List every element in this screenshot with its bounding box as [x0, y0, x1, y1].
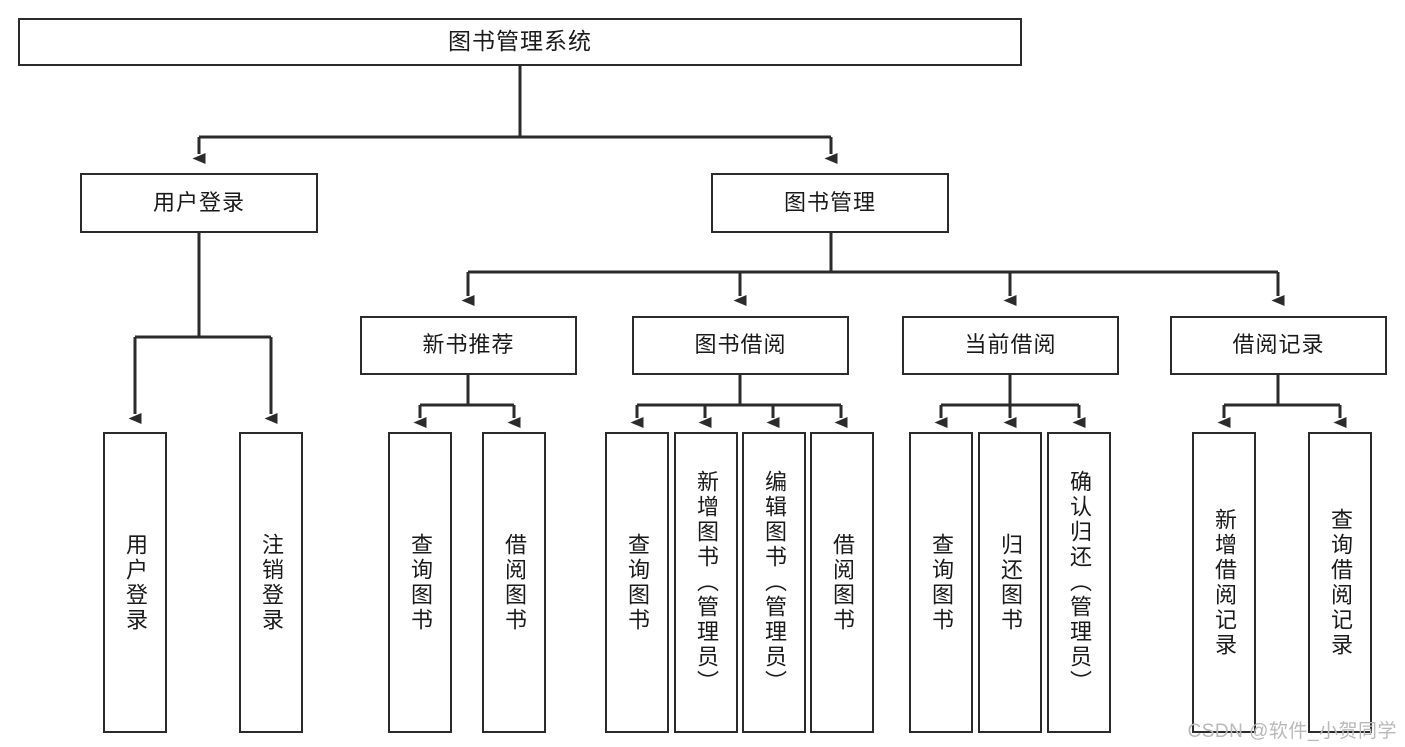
leaf-add-borrow-record[interactable]: 新增借阅记录	[1192, 432, 1256, 733]
watermark: CSDN @软件_小贺同学	[1187, 721, 1397, 742]
leaf-label: 新增图书（管理员）	[694, 470, 719, 695]
leaf-label: 借阅图书	[830, 532, 855, 633]
leaf-label: 查询图书	[408, 532, 433, 633]
leaf-label: 借阅图书	[502, 532, 527, 633]
leaf-confirm-return-admin[interactable]: 确认归还（管理员）	[1047, 432, 1111, 733]
leaf-user-login[interactable]: 用户登录	[103, 432, 167, 733]
leaf-borrow-book[interactable]: 借阅图书	[810, 432, 874, 733]
node-user-login[interactable]: 用户登录	[80, 173, 318, 233]
leaf-return-book[interactable]: 归还图书	[978, 432, 1042, 733]
node-current-borrow[interactable]: 当前借阅	[902, 316, 1119, 375]
leaf-label: 新增借阅记录	[1212, 507, 1237, 658]
leaf-borrow-book-newbook[interactable]: 借阅图书	[482, 432, 546, 733]
leaf-label: 用户登录	[123, 532, 148, 633]
leaf-edit-book-admin[interactable]: 编辑图书（管理员）	[742, 432, 806, 733]
leaf-query-book-borrow[interactable]: 查询图书	[605, 432, 669, 733]
leaf-label: 确认归还（管理员）	[1067, 470, 1092, 695]
node-new-book-recommend[interactable]: 新书推荐	[360, 316, 577, 375]
leaf-add-book-admin[interactable]: 新增图书（管理员）	[674, 432, 738, 733]
node-root-system[interactable]: 图书管理系统	[18, 18, 1022, 66]
leaf-label: 查询借阅记录	[1328, 507, 1353, 658]
leaf-logout[interactable]: 注销登录	[239, 432, 303, 733]
node-borrow-record[interactable]: 借阅记录	[1170, 316, 1387, 375]
leaf-label: 查询图书	[929, 532, 954, 633]
leaf-label: 查询图书	[625, 532, 650, 633]
leaf-query-book-current[interactable]: 查询图书	[909, 432, 973, 733]
node-book-borrow[interactable]: 图书借阅	[632, 316, 849, 375]
leaf-label: 注销登录	[259, 532, 284, 633]
leaf-label: 归还图书	[998, 532, 1023, 633]
leaf-query-borrow-record[interactable]: 查询借阅记录	[1308, 432, 1372, 733]
leaf-query-book-newbook[interactable]: 查询图书	[388, 432, 452, 733]
leaf-label: 编辑图书（管理员）	[762, 470, 787, 695]
node-book-management[interactable]: 图书管理	[711, 173, 949, 233]
